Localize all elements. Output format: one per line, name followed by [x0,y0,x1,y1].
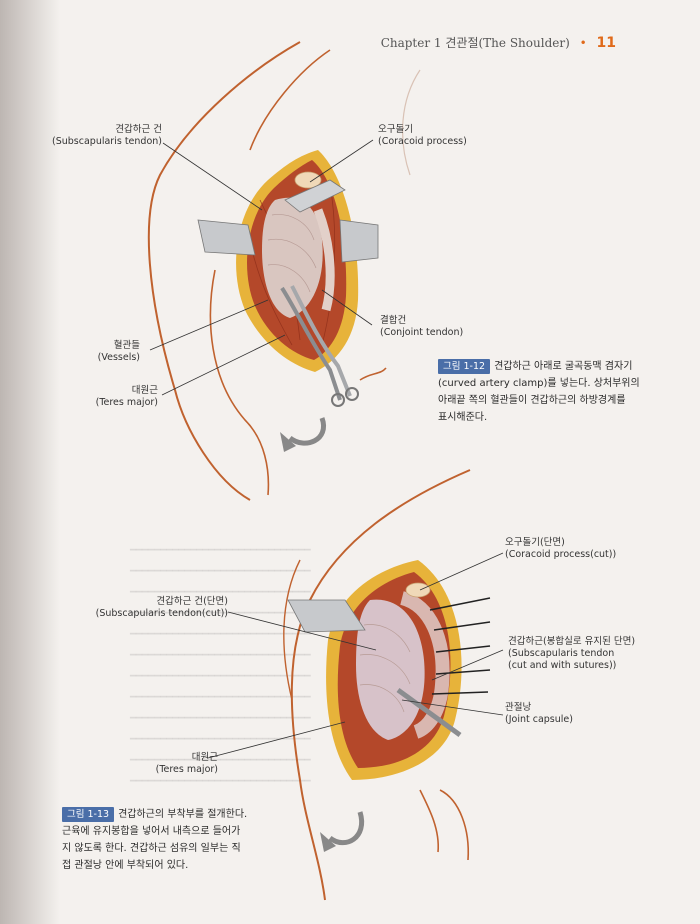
figure-12-number: 그림 1-12 [438,359,491,374]
figure-12-caption-line-2: (curved artery clamp)를 넣는다. 상처부위의 [438,378,640,389]
label-vessels: 혈관들 (Vessels) [98,340,140,364]
label-joint-capsule-en: (Joint capsule) [505,714,573,725]
figure-13-caption-line-4: 접 관절낭 안에 부착되어 있다. [62,860,189,871]
label-joint-capsule: 관절낭 (Joint capsule) [505,702,573,726]
page-number: 11 [596,35,616,51]
label-conjoint-tendon: 결합건 (Conjoint tendon) [380,315,463,339]
label-teres-major-12: 대원근 (Teres major) [96,385,158,409]
figure-13-number: 그림 1-13 [62,807,115,822]
figure-12-caption-line-3: 아래끝 쪽의 혈관들이 견갑하근의 하방경계를 [438,395,626,406]
label-teres-major-13: 대원근 (Teres major) [156,752,218,776]
figure-13-illustration [207,469,504,901]
label-coracoid-cut-en: (Coracoid process(cut)) [505,549,617,560]
figure-12-illustration [147,41,421,501]
show-through-text: ━━━━━━━━━━━━━━━━━━━━━━━━━━━━━━━━━━━━━━━━… [130,545,311,787]
label-subscapularis-tendon-cut: 견갑하근 건(단면) (Subscapularis tendon(cut)) [96,596,228,620]
running-header: Chapter 1 견관절(The Shoulder) • 11 [381,34,616,51]
figure-12-caption-line-1: 견갑하근 아래로 굴곡동맥 겸자기 [494,361,633,372]
label-coracoid-en: (Coracoid process) [378,136,467,147]
label-subscapularis-tendon: 견갑하근 건 (Subscapularis tendon) [52,124,162,148]
figure-13-caption-line-2: 근육에 유지봉합을 넣어서 내측으로 들어가 [62,826,241,837]
chapter-title: 견관절(The Shoulder) [445,36,570,50]
label-sutures-en-1: (Subscapularis tendon [508,648,615,659]
label-coracoid-ko: 오구돌기 [378,124,413,135]
label-vessels-en: (Vessels) [97,352,140,363]
book-spine-shadow [0,0,60,924]
label-coracoid-process: 오구돌기 (Coracoid process) [378,124,467,148]
label-coracoid-process-cut: 오구돌기(단면) (Coracoid process(cut)) [505,537,616,561]
header-separator: • [579,36,587,50]
label-conjoint-en: (Conjoint tendon) [380,327,464,338]
label-joint-capsule-ko: 관절낭 [505,702,532,713]
figure-12-caption-line-4: 표시해준다. [438,412,488,423]
chapter-label: Chapter 1 [380,36,442,50]
label-conjoint-ko: 결합건 [380,315,407,326]
label-teres-major-12-ko: 대원근 [131,385,158,396]
label-subscapularis-tendon-en: (Subscapularis tendon) [52,136,162,147]
label-teres-major-12-en: (Teres major) [95,397,158,408]
figure-13-caption-line-3: 지 않도록 한다. 견갑하근 섬유의 일부는 직 [62,843,241,854]
label-sutures-ko: 견갑하근(봉합실로 유지된 단면) [508,636,636,647]
label-teres-major-13-ko: 대원근 [191,752,218,763]
label-subscapularis-cut-en: (Subscapularis tendon(cut)) [95,608,228,619]
label-sutures-en-2: (cut and with sutures)) [508,660,617,671]
label-vessels-ko: 혈관들 [113,340,140,351]
label-subscapularis-sutures: 견갑하근(봉합실로 유지된 단면) (Subscapularis tendon … [508,636,635,672]
label-coracoid-cut-ko: 오구돌기(단면) [505,537,565,548]
figure-13-caption-line-1: 견갑하근의 부착부를 절개한다. [118,809,248,820]
label-subscapularis-cut-ko: 견갑하근 건(단면) [156,596,228,607]
label-teres-major-13-en: (Teres major) [155,764,218,775]
label-subscapularis-tendon-ko: 견갑하근 건 [115,124,162,135]
